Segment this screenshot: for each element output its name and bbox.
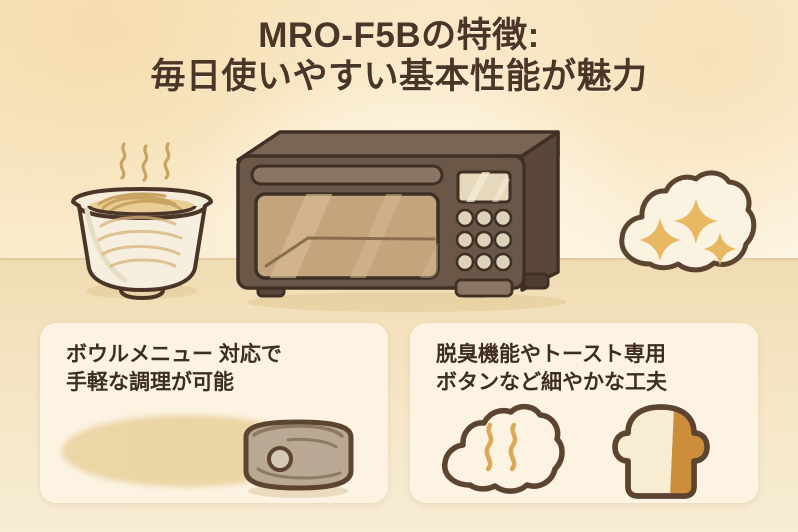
oven-rack-line (264, 236, 436, 268)
sparkle-cloud-illustration (619, 170, 757, 273)
oven-foot-rear (522, 272, 550, 290)
toast-bread-outline (612, 404, 710, 499)
toast-crust (670, 408, 707, 496)
feature-card-bowl-menu[interactable]: ボウルメニュー 対応で 手軽な調理が可能 (40, 323, 388, 503)
deodorize-cloud-icon (442, 404, 565, 494)
bowl-highlight (84, 207, 128, 283)
bowl-foot (119, 288, 165, 301)
oven-button-3 (493, 208, 513, 228)
feature-card-deodorize-toast-line-2: ボタンなど細やかな工夫 (436, 371, 667, 395)
toast-bread-icon (612, 404, 710, 499)
steam-wisps-icon (119, 142, 171, 182)
sparkle-star-2 (639, 218, 681, 261)
microwave-oven-illustration (236, 130, 567, 312)
sparkle-star-3 (703, 232, 737, 266)
noodle-strands (97, 192, 183, 214)
oven-button-1 (455, 208, 475, 228)
oven-button-4 (455, 230, 475, 250)
sparkle-star-1 (674, 198, 718, 244)
oven-start-bar-button[interactable] (454, 278, 514, 298)
title-line-2: 毎日使いやすい基本性能が魅力 (150, 56, 648, 96)
feature-card-bowl-menu-text: ボウルメニュー 対応で 手軽な調理が可能 (40, 323, 388, 398)
pot-knob (267, 446, 293, 472)
oven-button-5 (474, 230, 494, 250)
noodle-bowl-illustration (71, 142, 213, 301)
oven-shadow (247, 292, 567, 312)
feature-card-bowl-menu-line-2: 手軽な調理が可能 (66, 371, 234, 395)
pot-inner-line (286, 437, 338, 449)
oven-button-9 (493, 252, 513, 272)
oven-button-pad[interactable] (455, 208, 513, 272)
oven-display-gloss (466, 172, 510, 202)
oven-window-reflections (268, 194, 438, 278)
feature-card-deodorize-toast[interactable]: 脱臭機能やトースト専用 ボタンなど細やかな工夫 (410, 323, 758, 503)
oven-side-panel (520, 130, 560, 292)
page-title: MRO-F5Bの特徴: 毎日使いやすい基本性能が魅力 (0, 16, 798, 97)
oven-button-6 (493, 230, 513, 250)
oven-door-handle[interactable] (250, 164, 444, 186)
feature-card-bowl-menu-line-1: ボウルメニュー 対応で (66, 343, 282, 366)
deodorize-steam-wisps (484, 422, 518, 472)
oven-button-2 (474, 208, 494, 228)
sparkle-stars-icon (639, 198, 737, 266)
noodle-strands-lower (97, 215, 183, 268)
pot-rim-line (252, 424, 344, 438)
pot-container-icon (243, 419, 354, 498)
pot-bottom-line (256, 467, 342, 480)
title-line-1: MRO-F5Bの特徴: (258, 16, 540, 55)
feature-card-deodorize-toast-line-1: 脱臭機能やトースト専用 (436, 343, 666, 366)
deodorize-cloud-shape (442, 404, 565, 494)
noodle-top-edge (87, 205, 197, 216)
feature-card-deodorize-toast-text: 脱臭機能やトースト専用 ボタンなど細やかな工夫 (410, 323, 758, 398)
oven-button-8 (474, 252, 494, 272)
oven-button-7 (455, 252, 475, 272)
pot-body (243, 419, 354, 491)
